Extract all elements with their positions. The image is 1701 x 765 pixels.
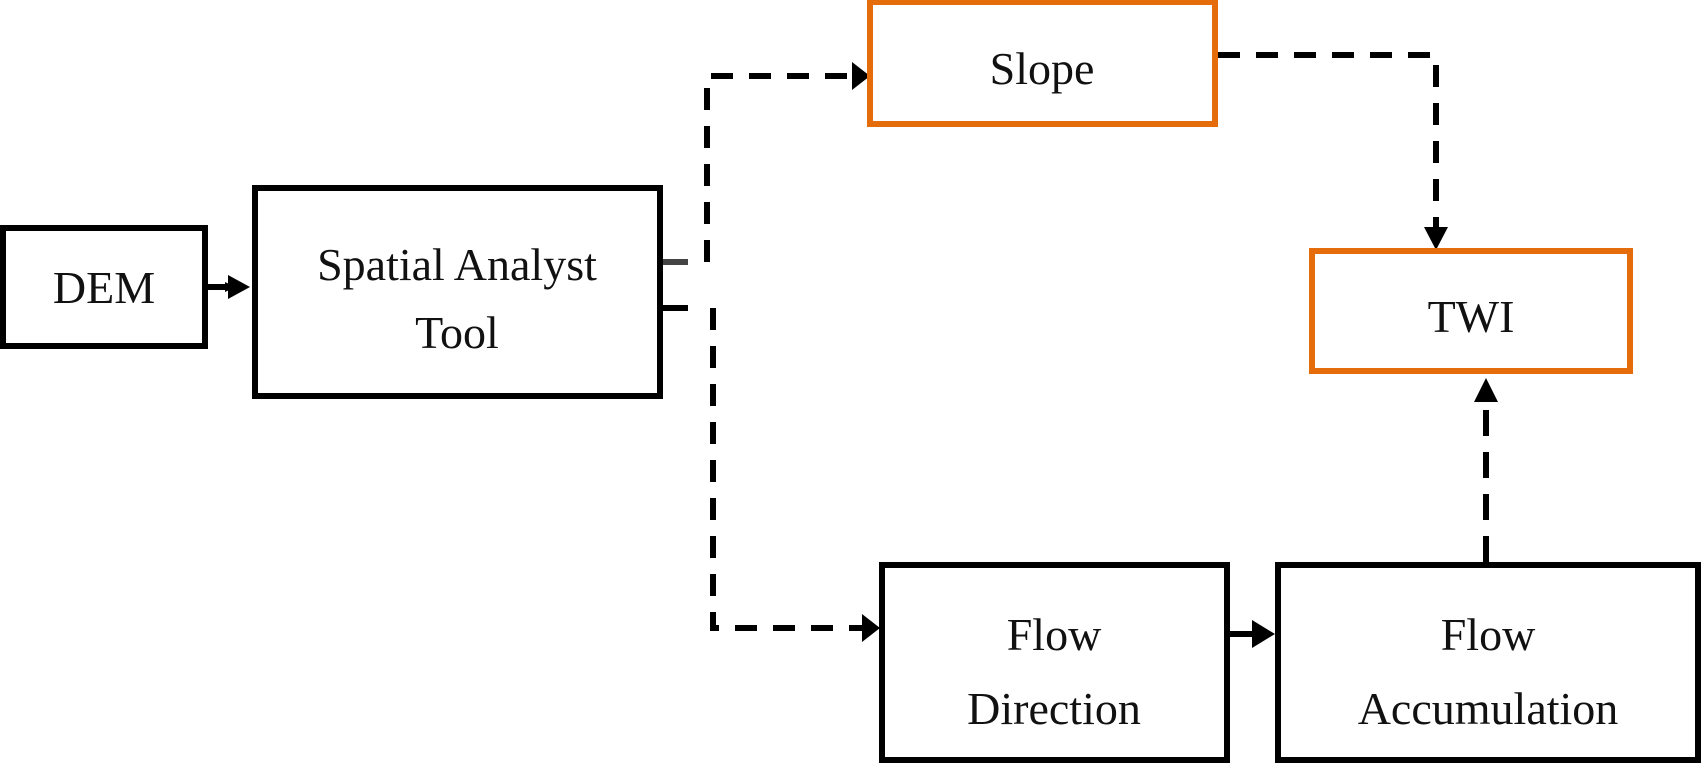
node-flow-direction: Flow Direction xyxy=(879,562,1230,763)
edge-spatial-to-flowdir xyxy=(710,308,865,631)
node-slope-label: Slope xyxy=(990,43,1095,94)
arrowhead-flowacc xyxy=(1252,620,1275,648)
node-flowacc-label-line1: Flow xyxy=(1441,609,1536,660)
arrowhead-dem-spatial xyxy=(228,275,250,299)
node-flowdir-label-line2: Direction xyxy=(967,683,1141,734)
arrowhead-flowdir xyxy=(862,614,880,642)
node-spatial-analyst-tool: Spatial Analyst Tool xyxy=(252,185,663,399)
node-twi: TWI xyxy=(1309,248,1633,374)
edge-slope-to-twi xyxy=(1218,52,1439,230)
node-flowacc-label-line2: Accumulation xyxy=(1358,683,1619,734)
edge-spatial-to-slope xyxy=(704,73,855,262)
node-dem: DEM xyxy=(0,225,208,349)
node-flow-accumulation: Flow Accumulation xyxy=(1275,562,1701,763)
connectors xyxy=(208,52,1498,648)
node-dem-label: DEM xyxy=(53,262,155,313)
node-flowdir-label-line1: Flow xyxy=(1007,609,1102,660)
node-spatial-label-line2: Tool xyxy=(415,307,499,358)
node-spatial-label-line1: Spatial Analyst xyxy=(317,239,597,290)
node-twi-label: TWI xyxy=(1428,291,1515,342)
arrowhead-twi-bottom xyxy=(1474,378,1498,402)
arrowhead-twi-top xyxy=(1424,227,1448,250)
arrowhead-slope xyxy=(852,62,870,90)
node-slope: Slope xyxy=(867,0,1218,127)
